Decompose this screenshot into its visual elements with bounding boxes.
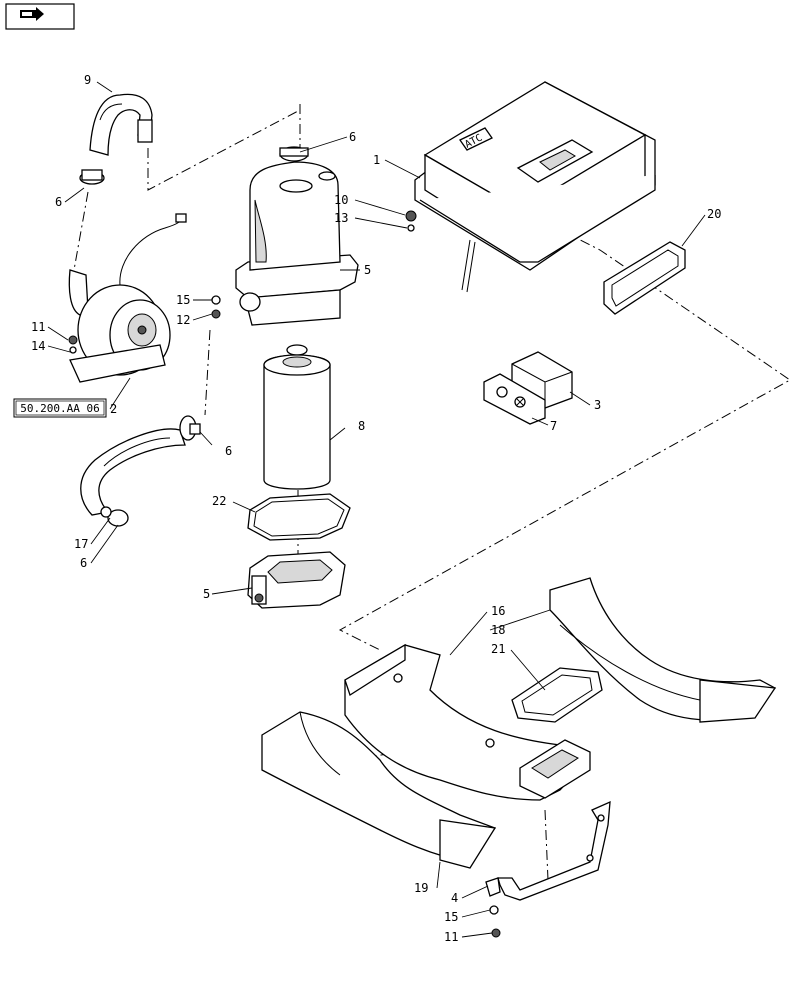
nut-part-10 — [405, 210, 417, 232]
frame-part-20 — [603, 241, 686, 315]
hose-part-17 — [80, 428, 186, 516]
callout-22: 22 — [212, 494, 226, 508]
duct-part-19 — [261, 711, 497, 869]
callout-5: 5 — [203, 587, 210, 601]
reference-box[interactable]: 50.200.AA 06 — [13, 398, 107, 418]
callout-17: 17 — [74, 537, 88, 551]
clamp-part-6-a — [79, 169, 105, 185]
leader-lines — [47, 81, 706, 938]
callout-15: 15 — [176, 293, 190, 307]
callout-11: 11 — [444, 930, 458, 944]
callout-19: 19 — [414, 881, 428, 895]
callout-21: 21 — [491, 642, 505, 656]
callout-16: 16 — [491, 604, 505, 618]
nut-part-15-a — [211, 295, 221, 319]
callout-14: 14 — [31, 339, 45, 353]
seal-part-22 — [247, 493, 351, 541]
arrow-right-icon — [20, 7, 44, 21]
callout-13: 13 — [334, 211, 348, 225]
filter-housing-part-5-upper — [235, 161, 359, 326]
callout-1: 1 — [373, 153, 380, 167]
duct-part-18 — [549, 577, 777, 723]
duct-part-16 — [344, 643, 591, 801]
nav-button[interactable] — [5, 3, 75, 30]
nut-part-11-a — [68, 335, 78, 354]
callout-6: 6 — [349, 130, 356, 144]
clamp-part-6-c — [100, 506, 129, 527]
reference-box-label: 50.200.AA 06 — [20, 402, 99, 415]
hose-part-9 — [89, 93, 153, 156]
callout-8: 8 — [358, 419, 365, 433]
callout-3: 3 — [594, 398, 601, 412]
callout-12: 12 — [176, 313, 190, 327]
callout-5: 5 — [364, 263, 371, 277]
clamp-part-6-b — [179, 415, 201, 441]
callout-10: 10 — [334, 193, 348, 207]
callout-15: 15 — [444, 910, 458, 924]
callout-2: 2 — [110, 402, 117, 416]
callout-6: 6 — [225, 444, 232, 458]
atc-controller-part-1: ATC — [414, 81, 656, 293]
blower-part-2 — [68, 213, 187, 383]
filter-element-part-8 — [263, 344, 331, 490]
callout-labels: 9 6 6 1 10 13 20 5 15 12 11 14 2 3 8 6 7… — [31, 73, 721, 944]
nut-part-15-b — [489, 905, 501, 938]
filter-housing-part-5-lower — [247, 551, 346, 609]
switch-panel-part-7 — [483, 373, 546, 425]
callout-11: 11 — [31, 320, 45, 334]
bracket-part-4 — [485, 800, 611, 901]
callout-9: 9 — [84, 73, 91, 87]
clamp-part-6-d — [279, 146, 309, 162]
callout-6: 6 — [80, 556, 87, 570]
callout-7: 7 — [550, 419, 557, 433]
callout-6: 6 — [55, 195, 62, 209]
callout-20: 20 — [707, 207, 721, 221]
callout-4: 4 — [451, 891, 458, 905]
callout-18: 18 — [491, 623, 505, 637]
gasket-part-21 — [511, 667, 603, 723]
